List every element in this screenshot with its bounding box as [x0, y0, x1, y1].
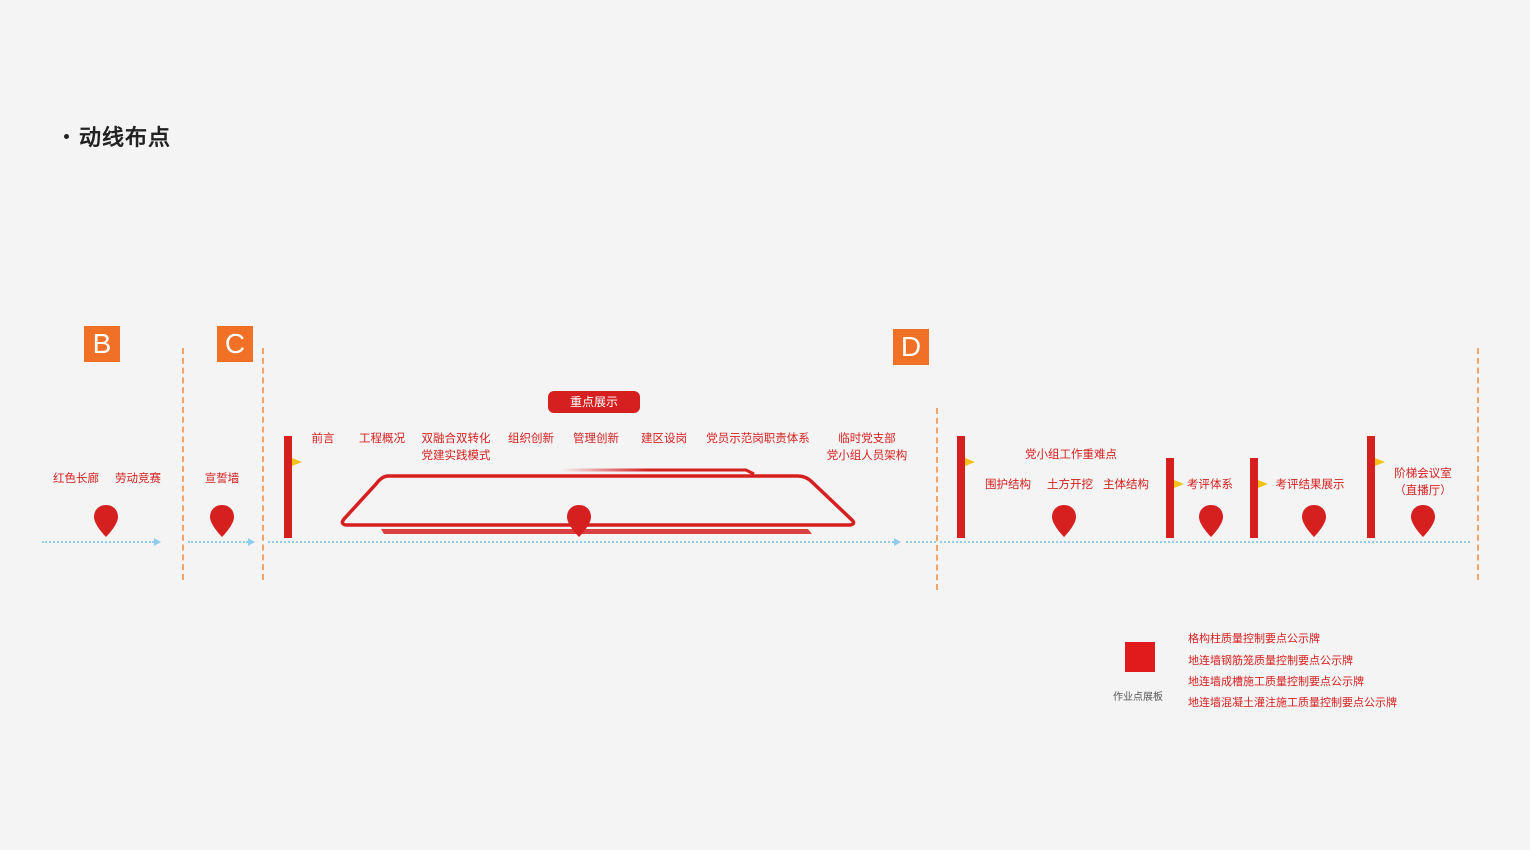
- map-pin-icon: [210, 505, 234, 537]
- legend-item: 格构柱质量控制要点公示牌: [1188, 632, 1320, 645]
- map-pin-icon: [1411, 505, 1435, 537]
- divider-key-d: [936, 408, 938, 590]
- label-earth-excavation: 土方开挖: [1047, 477, 1093, 491]
- label-live-hall: （直播厅）: [1394, 483, 1452, 497]
- signpost: [957, 436, 975, 538]
- map-pin-icon: [1199, 505, 1223, 537]
- key-display-outline: [340, 468, 856, 534]
- flag-icon: [1174, 480, 1184, 488]
- divider-end: [1477, 348, 1479, 580]
- route-arrow-icon: [894, 538, 901, 546]
- signpost: [1367, 436, 1385, 538]
- route-line-d: [940, 541, 1470, 543]
- label-retaining-structure: 围护结构: [985, 477, 1031, 491]
- label-group-structure: 党小组人员架构: [826, 448, 908, 462]
- label-group-difficulties: 党小组工作重难点: [1025, 447, 1117, 461]
- legend-item: 地连墙混凝土灌注施工质量控制要点公示牌: [1188, 696, 1397, 709]
- legend-swatch: [1125, 642, 1155, 672]
- map-pin-icon: [94, 505, 118, 537]
- section-badge-d: D: [893, 329, 929, 365]
- route-line-bridge: [906, 541, 936, 543]
- signpost: [284, 436, 302, 538]
- legend-item: 地连墙钢筋笼质量控制要点公示牌: [1188, 654, 1353, 667]
- flag-icon: [965, 458, 975, 466]
- map-pin-icon: [1052, 505, 1076, 537]
- label-temp-branch: 临时党支部: [838, 431, 896, 445]
- label-labor-competition: 劳动竞赛: [115, 471, 161, 485]
- signpost: [1250, 458, 1268, 538]
- divider-b-c: [182, 348, 184, 580]
- section-badge-b: B: [84, 326, 120, 362]
- label-meeting-room: 阶梯会议室: [1394, 466, 1452, 480]
- route-line-b: [42, 541, 154, 543]
- label-oath-wall: 宣誓墙: [204, 471, 240, 485]
- label-red-corridor: 红色长廊: [53, 471, 99, 485]
- route-arrow-icon: [154, 538, 161, 546]
- page-title: 动线布点: [64, 120, 171, 152]
- signpost: [1166, 458, 1184, 538]
- label-main-structure: 主体结构: [1103, 477, 1149, 491]
- label-dual-integration: 双融合双转化: [421, 431, 491, 445]
- label-evaluation-results: 考评结果展示: [1275, 477, 1345, 491]
- map-pin-icon: [567, 505, 591, 537]
- section-badge-c: C: [217, 326, 253, 362]
- key-display-tab: 重点展示: [548, 391, 640, 413]
- label-org-innovation: 组织创新: [508, 431, 554, 445]
- route-line-c: [188, 541, 248, 543]
- label-preface: 前言: [311, 431, 335, 445]
- label-member-duty-system: 党员示范岗职责体系: [706, 431, 810, 445]
- flag-icon: [292, 458, 302, 466]
- divider-c-key: [262, 348, 264, 580]
- label-party-practice-mode: 党建实践模式: [421, 448, 491, 462]
- map-pin-icon: [1302, 505, 1326, 537]
- label-evaluation-system: 考评体系: [1187, 477, 1233, 491]
- flag-icon: [1375, 458, 1385, 466]
- label-zone-posts: 建区设岗: [641, 431, 687, 445]
- bullet-dot-icon: [64, 133, 69, 139]
- label-project-overview: 工程概况: [359, 431, 405, 445]
- legend-caption: 作业点展板: [1113, 692, 1163, 703]
- page-title-text: 动线布点: [79, 126, 172, 151]
- route-arrow-icon: [248, 538, 255, 546]
- label-mgmt-innovation: 管理创新: [573, 431, 619, 445]
- route-line-key: [268, 541, 894, 543]
- legend-item: 地连墙成槽施工质量控制要点公示牌: [1188, 675, 1364, 688]
- flag-icon: [1258, 480, 1268, 488]
